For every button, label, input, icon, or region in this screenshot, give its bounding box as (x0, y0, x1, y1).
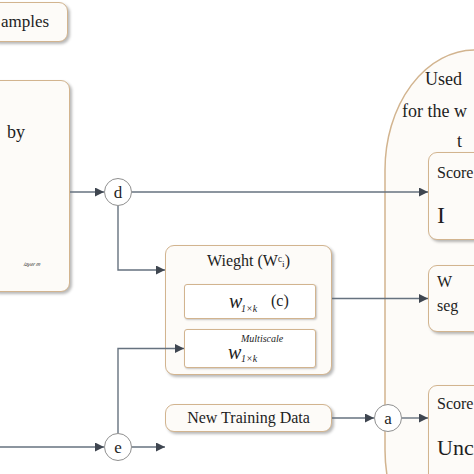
multiscale-weight-box: wMultiscale 1×k (184, 329, 316, 368)
flow-arrow (70, 191, 104, 192)
step-circle: a (374, 404, 402, 432)
node-text: 1×k (241, 304, 257, 315)
score-box: ScoreUnc (428, 385, 474, 474)
node-text: Used (425, 70, 462, 89)
weight-box: Wieght (Wᶜᵢ)w1×k(c)wMultiscale1×k (165, 245, 332, 375)
flow-arrow (332, 417, 374, 418)
score-box: ScoreI (428, 152, 474, 240)
flow-arrow (132, 446, 165, 447)
node-text: for the w (402, 102, 467, 121)
node-text: seg (437, 298, 458, 315)
node-text: t (457, 132, 462, 151)
node-text: Wieght (Wᶜᵢ) (166, 253, 331, 270)
flow-arrow (132, 191, 428, 192)
node-text: w (229, 291, 242, 312)
step-letter: d (105, 179, 131, 205)
node-text: (c) (271, 293, 289, 310)
illustration-label: layer m (23, 262, 42, 267)
node-text: 1×k (241, 354, 257, 365)
incoming-line (0, 446, 104, 447)
segment-box: Wseg (428, 265, 474, 332)
node-text: Multiscale (241, 334, 283, 345)
step-circle: d (104, 178, 132, 206)
step-letter: e (105, 434, 131, 460)
step-letter: a (375, 405, 401, 431)
process-box: New Training Data (165, 404, 332, 432)
node-text: by (7, 123, 25, 142)
section-box: amples (0, 2, 68, 42)
flow-arrow (118, 206, 165, 270)
node-text: amples (1, 13, 49, 31)
flow-arrow (332, 298, 428, 299)
input-box: by (0, 80, 70, 292)
node-text: Score (437, 396, 473, 413)
node-text: I (437, 203, 445, 228)
node-text: New Training Data (166, 410, 331, 427)
weight-vector-box: w1×k (c) (184, 284, 316, 319)
flow-arrow (402, 417, 428, 418)
node-text: Unc (437, 436, 474, 459)
step-circle: e (104, 433, 132, 461)
node-text: w (228, 342, 241, 363)
flow-arrow (118, 349, 184, 434)
node-text: Score (437, 165, 473, 182)
node-text: W (437, 274, 452, 291)
